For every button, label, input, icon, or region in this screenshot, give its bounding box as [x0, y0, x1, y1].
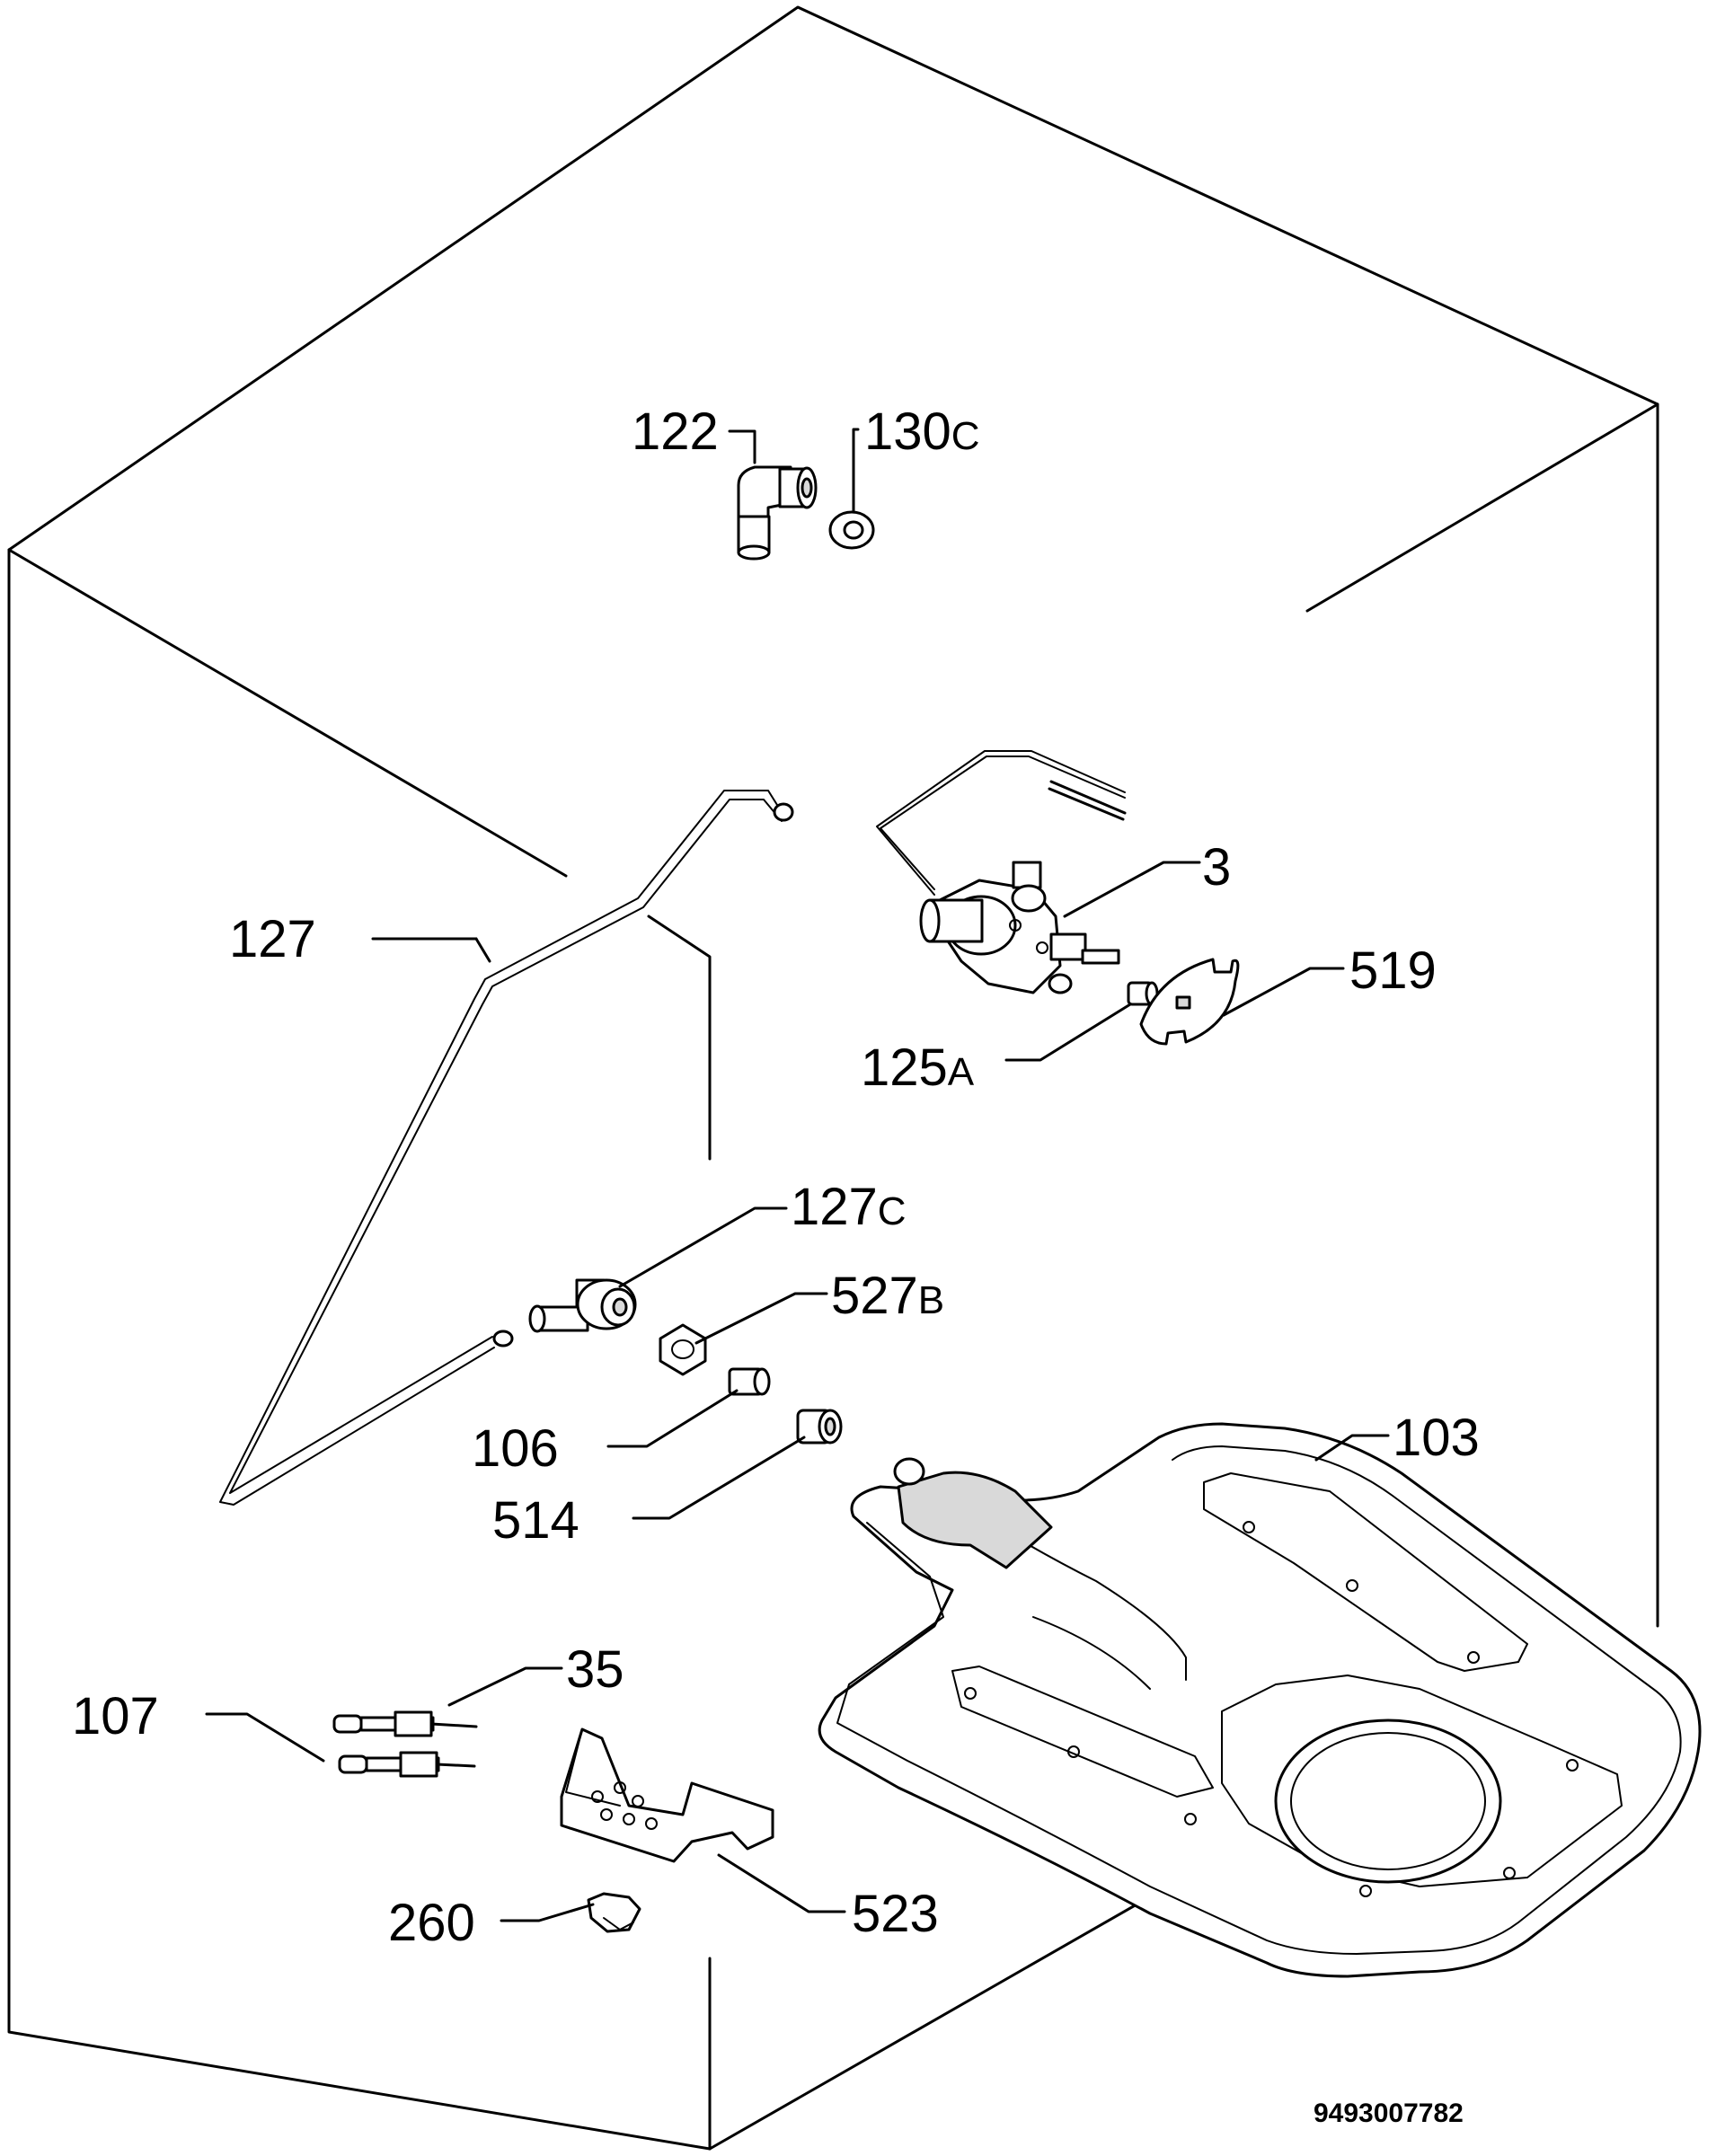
electrode-107: [338, 1751, 476, 1778]
label-127c: 127C: [791, 1178, 907, 1236]
disc-519: [1139, 958, 1240, 1046]
burner-103: [818, 1422, 1702, 1978]
nut-527b: [659, 1323, 707, 1376]
label-106: 106: [472, 1419, 559, 1478]
label-514: 514: [492, 1491, 579, 1550]
housing-outline: [7, 5, 1659, 2151]
elbow-connector-122: [737, 465, 818, 561]
label-127: 127: [229, 910, 316, 968]
label-103: 103: [1393, 1409, 1480, 1467]
label-122: 122: [632, 402, 719, 461]
label-523: 523: [852, 1885, 939, 1943]
leader-lines: [205, 428, 1390, 1922]
label-260: 260: [388, 1894, 475, 1952]
washer-130c: [828, 510, 875, 550]
part-labels: 122 130C 127 3 519 125A 127C 527B 106 10…: [72, 402, 1480, 2128]
label-527b: 527B: [831, 1267, 944, 1325]
valve-3: [876, 750, 1127, 994]
clip-260: [587, 1892, 641, 1933]
label-130c: 130C: [864, 402, 980, 461]
label-519: 519: [1349, 941, 1437, 1000]
bushing-514: [796, 1409, 843, 1445]
label-35: 35: [566, 1640, 624, 1699]
bracket-523: [560, 1727, 774, 1863]
label-125a: 125A: [861, 1038, 975, 1097]
label-3: 3: [1202, 838, 1231, 897]
diagram-code: 9493007782: [1314, 2099, 1464, 2128]
label-107: 107: [72, 1687, 159, 1745]
gas-tube-127: [219, 790, 794, 1506]
tee-connector-127c: [528, 1278, 637, 1333]
electrode-35: [332, 1710, 478, 1737]
jet-106: [728, 1367, 771, 1396]
